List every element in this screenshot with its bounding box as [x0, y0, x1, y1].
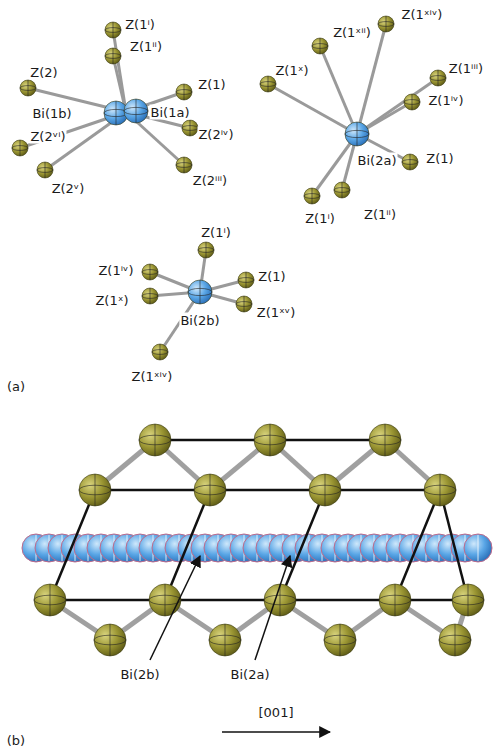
z-atom — [34, 584, 66, 616]
atom-label: Z(1ˣⁱⁱ) — [332, 25, 372, 40]
bond-line — [280, 490, 325, 600]
z-atom — [152, 344, 168, 360]
bond-line — [395, 490, 440, 600]
bond-line — [280, 599, 395, 602]
atom-label: Z(1) — [257, 269, 286, 284]
z-atom — [236, 296, 252, 312]
z-atom — [105, 22, 121, 38]
z-atom — [430, 70, 446, 86]
bond-line — [165, 599, 280, 602]
z-atom — [369, 424, 401, 456]
atom-label: Z(1ⁱᵛ) — [427, 93, 464, 108]
atom-label: Bi(1b) — [31, 106, 72, 121]
z-atom — [379, 584, 411, 616]
atom-label: Z(1ˣⁱᵛ) — [131, 369, 174, 384]
z-atom — [439, 624, 471, 656]
atom-label: Z(1) — [197, 77, 226, 92]
atom-label: Z(2ⁱⁱⁱ) — [192, 173, 228, 188]
bond-line — [357, 78, 438, 134]
atom-label: Z(1ⁱᵛ) — [97, 263, 134, 278]
z-atom — [312, 38, 328, 54]
atom-label: Z(1ˣᵛ) — [256, 305, 297, 320]
z-atom — [402, 154, 418, 170]
z-atom — [12, 140, 28, 156]
z-atom — [309, 474, 341, 506]
z-atom — [424, 474, 456, 506]
z-atom — [324, 624, 356, 656]
bond-line — [440, 490, 468, 600]
z-atom — [176, 157, 192, 173]
z-atom — [254, 424, 286, 456]
atom-label: Z(1ⁱⁱ) — [129, 39, 163, 54]
bi-atom — [345, 122, 369, 146]
atom-label: Z(2ⁱᵛ) — [197, 127, 234, 142]
atom-label: Z(1ˣⁱᵛ) — [401, 7, 444, 22]
leader-arrow — [222, 731, 330, 733]
bond-line — [50, 599, 165, 602]
z-atom — [238, 272, 254, 288]
z-atom — [149, 584, 181, 616]
atom-label: Z(1ⁱ) — [200, 225, 232, 240]
bond-line — [268, 84, 357, 134]
atom-label: Z(1ⁱ) — [124, 17, 156, 32]
z-atom — [142, 288, 158, 304]
z-atom — [139, 424, 171, 456]
z-atom — [378, 16, 394, 32]
bond-line — [50, 490, 95, 600]
atom-label: Z(1ˣ) — [274, 63, 309, 78]
bond-line — [210, 489, 325, 492]
bond-line — [270, 439, 385, 442]
leader-arrow — [255, 556, 290, 660]
z-atom — [37, 162, 53, 178]
z-atom — [176, 84, 192, 100]
z-atom — [304, 188, 320, 204]
panel-label: (a) — [6, 379, 26, 394]
z-atom — [264, 584, 296, 616]
bond-line — [320, 46, 357, 134]
bi-atom — [124, 99, 148, 123]
leader-arrow — [150, 556, 200, 660]
atom-label: Z(2ᵛⁱ) — [29, 129, 66, 144]
z-atom — [105, 48, 121, 64]
z-atom — [404, 94, 420, 110]
z-atom — [79, 474, 111, 506]
atom-label: Bi(2b) — [119, 667, 160, 682]
z-atom — [194, 474, 226, 506]
z-atom — [260, 76, 276, 92]
atom-label: Z(1ⁱⁱ) — [363, 207, 397, 222]
atom-label: [001] — [258, 705, 295, 720]
atom-label: Z(2) — [29, 65, 58, 80]
z-atom — [334, 182, 350, 198]
atom-label: Bi(1a) — [150, 105, 191, 120]
z-atom — [20, 80, 36, 96]
bond-line — [113, 30, 126, 112]
z-atom — [182, 120, 198, 136]
bond-line — [95, 489, 210, 492]
bond-line — [325, 489, 440, 492]
z-atom — [198, 242, 214, 258]
atom-label: Z(1) — [425, 151, 454, 166]
z-atom — [94, 624, 126, 656]
panel-label: (b) — [6, 733, 26, 748]
atom-label: Z(1ˣ) — [94, 293, 129, 308]
atom-label: Bi(2a) — [357, 153, 398, 168]
atom-label: Z(2ᵛ) — [51, 181, 86, 196]
z-atom — [142, 264, 158, 280]
atom-label: Z(1ⁱ) — [304, 211, 336, 226]
atom-label: Z(1ⁱⁱⁱ) — [448, 61, 484, 76]
z-atom — [209, 624, 241, 656]
z-atom — [452, 584, 484, 616]
bi-atom — [188, 280, 212, 304]
bond-line — [155, 439, 270, 442]
atom-label: Bi(2a) — [230, 667, 271, 682]
atom-label: Bi(2b) — [179, 313, 220, 328]
